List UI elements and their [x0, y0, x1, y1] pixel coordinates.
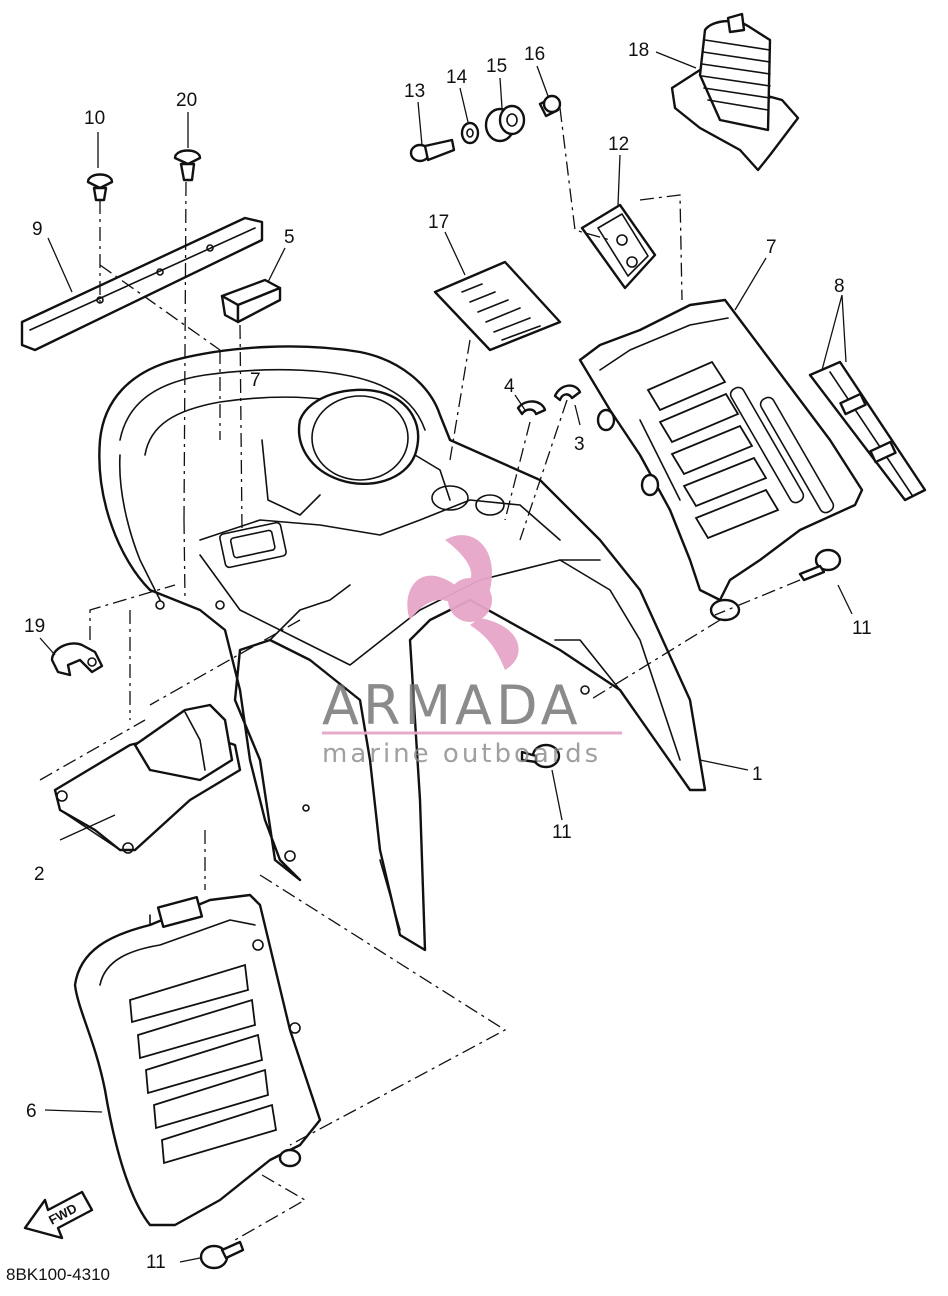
part-13-screw — [409, 138, 456, 163]
part-3-clip — [553, 384, 582, 402]
part-14-washer — [460, 121, 480, 145]
part-7-right-louver-cover — [578, 298, 864, 622]
part-15-grommet — [484, 104, 526, 143]
callout-labels: 1 2 3 4 5 6 7 7 8 9 10 11 11 11 12 13 14… — [24, 40, 872, 1273]
callout-5: 5 — [284, 227, 295, 248]
part-12-small-bracket — [580, 203, 657, 290]
part-8-strips — [808, 360, 927, 502]
part-11-bolt-bottom — [199, 1240, 245, 1270]
callout-11-bottom: 11 — [146, 1252, 166, 1273]
part-10-rivet — [86, 173, 114, 202]
callout-9: 9 — [32, 219, 43, 240]
part-2-bracket — [53, 703, 242, 854]
watermark-tagline: marine outboards — [322, 739, 601, 769]
part-4-clip — [516, 400, 547, 416]
part-16-collar — [538, 94, 562, 118]
callout-14: 14 — [446, 67, 468, 88]
armada-watermark: ARMADA marine outboards — [322, 535, 622, 769]
part-11-bolt-center — [520, 743, 561, 769]
callout-18: 18 — [628, 40, 649, 61]
callout-3: 3 — [574, 434, 585, 455]
part-11-bolt-right — [798, 548, 842, 582]
callout-2: 2 — [34, 864, 45, 885]
callout-17: 17 — [428, 212, 449, 233]
part-18-shift-boot — [670, 12, 800, 172]
callout-11-center: 11 — [552, 822, 572, 843]
leader-lines — [39, 51, 853, 1263]
callout-7-right: 7 — [766, 237, 777, 258]
louver-slots — [129, 963, 278, 1165]
callout-1: 1 — [752, 764, 763, 785]
part-5-cap — [220, 278, 282, 324]
fwd-direction-arrow: FWD — [23, 1190, 94, 1240]
callout-15: 15 — [486, 56, 507, 77]
part-19-clamp — [50, 642, 104, 677]
callout-6: 6 — [26, 1101, 37, 1122]
callout-11-right: 11 — [852, 618, 872, 639]
part-9-rail — [20, 216, 264, 352]
callout-19: 19 — [24, 616, 45, 637]
louver-slots-right — [646, 360, 780, 540]
callout-4: 4 — [504, 376, 515, 397]
drawing-code: 8BK100-4310 — [6, 1265, 110, 1284]
callout-13: 13 — [404, 81, 425, 102]
part-17-plate — [433, 260, 562, 352]
callout-10: 10 — [84, 108, 105, 129]
part-1-console-cover — [98, 345, 707, 952]
callout-12: 12 — [608, 134, 629, 155]
part-20-rivet — [173, 149, 202, 182]
part-6-lower-louver-cover — [73, 893, 322, 1227]
callout-7-inner: 7 — [250, 370, 261, 391]
callout-8: 8 — [834, 276, 845, 297]
assembly-lines — [39, 107, 801, 1241]
callout-20: 20 — [176, 90, 197, 111]
callout-16: 16 — [524, 44, 545, 65]
armada-propeller-logo — [407, 535, 519, 670]
watermark-brand: ARMADA — [322, 674, 582, 737]
